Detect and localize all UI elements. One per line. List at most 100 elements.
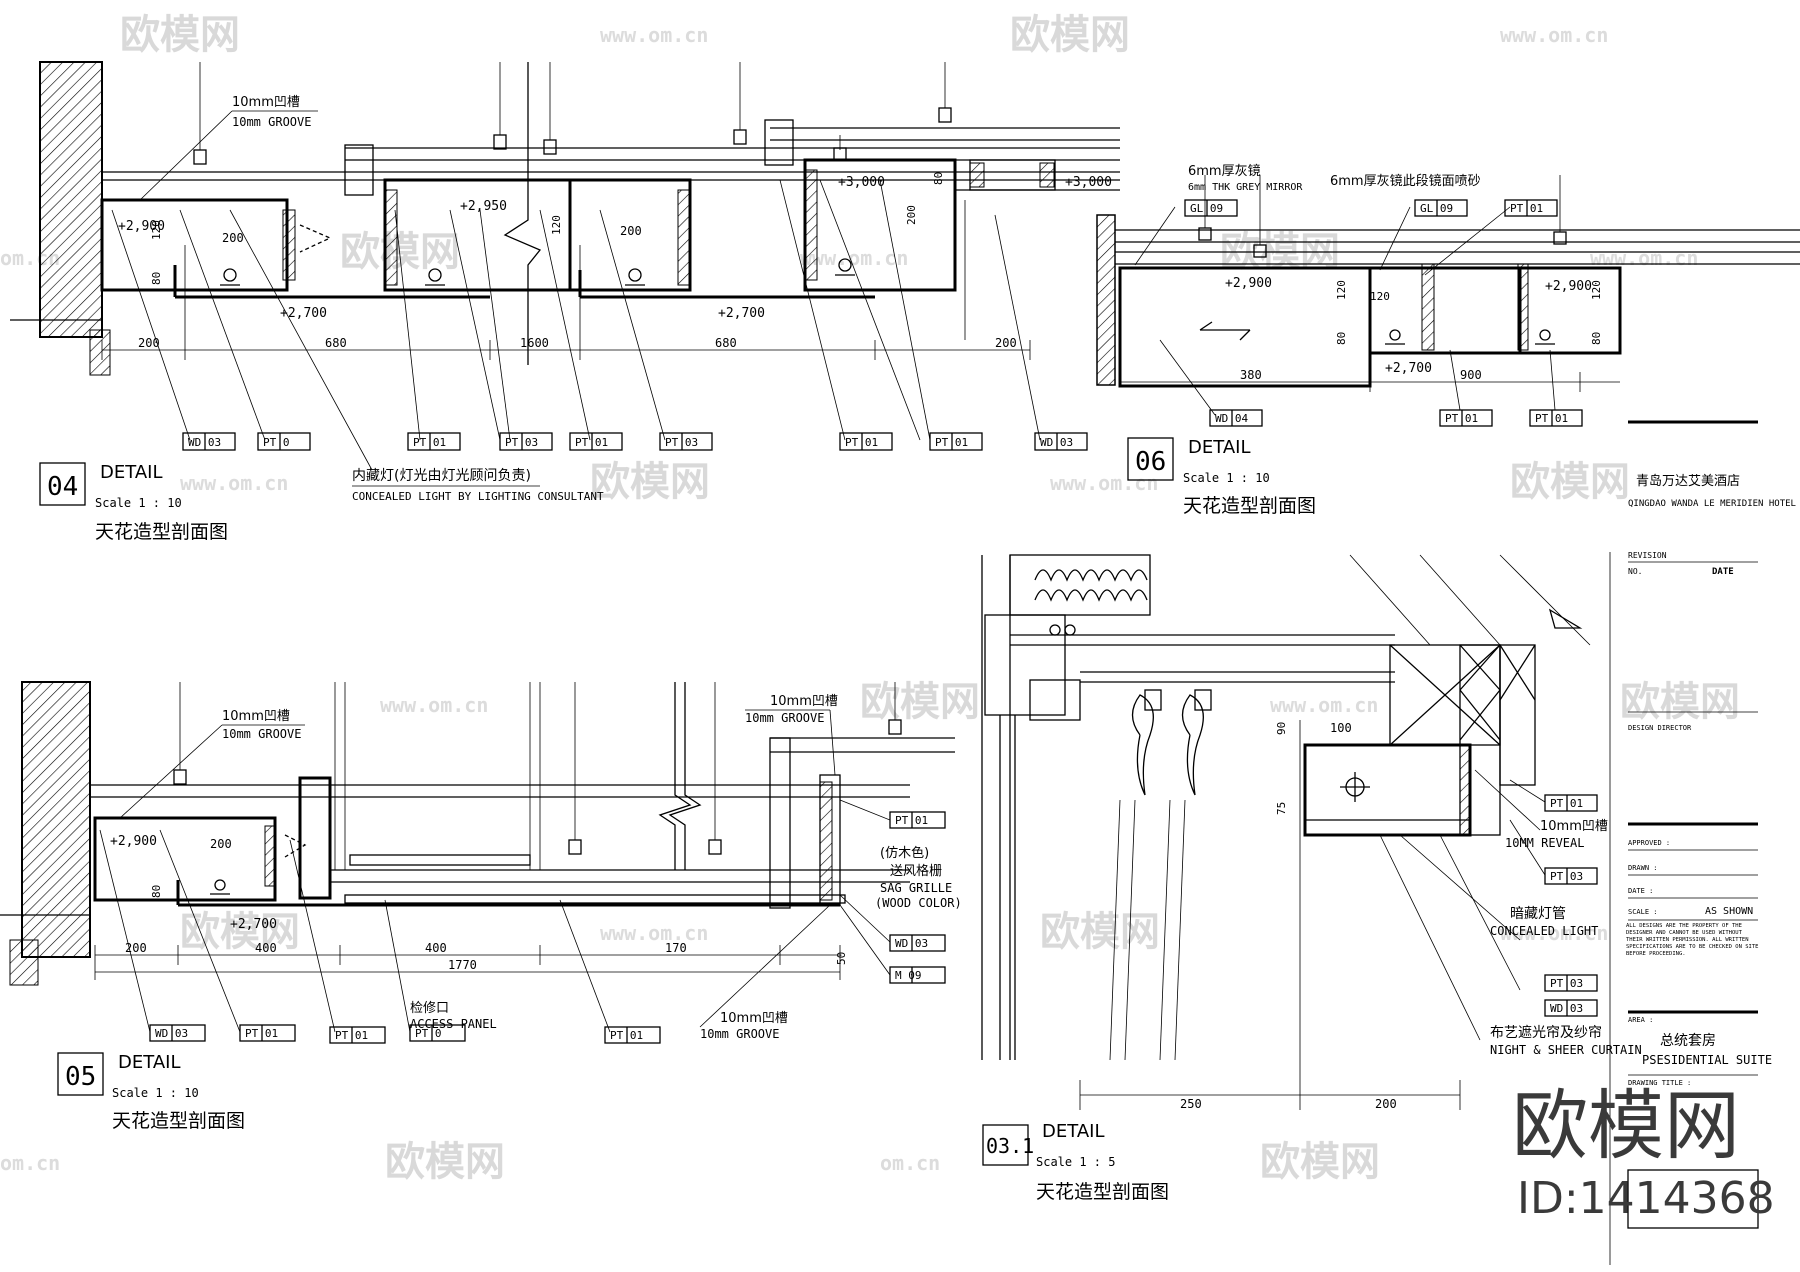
dimension: 900 (1460, 368, 1482, 382)
detail-caption: 天花造型剖面图 (112, 1110, 245, 1132)
light-note: CONCEALED LIGHT BY LIGHTING CONSULTANT (352, 490, 604, 503)
tag: WD 03 (1550, 1002, 1583, 1015)
tag: PT 01 (413, 436, 446, 449)
tag: PT 0 (415, 1027, 442, 1040)
tag: GL 09 (1190, 202, 1223, 215)
dimension: 120 (1370, 290, 1390, 303)
title-block: 青岛万达艾美酒店 QINGDAO WANDA LE MERIDIEN HOTEL… (1609, 420, 1796, 1265)
groove-note: 10mm GROOVE (232, 115, 311, 129)
watermark-url: www.om.cn (800, 246, 908, 270)
watermark: 欧模网 (860, 679, 980, 725)
watermark: 欧模网 (340, 229, 460, 275)
mirror-note: 6mm厚灰镜 (1188, 164, 1261, 179)
dimension: 80 (932, 172, 945, 185)
detail-caption: 天花造型剖面图 (1183, 495, 1316, 517)
dimension: 200 (138, 336, 160, 350)
watermark: 欧模网 (180, 909, 300, 955)
access-note: 检修口 (410, 1001, 449, 1016)
tag: WD 03 (1040, 436, 1073, 449)
tag: PT 01 (1535, 412, 1568, 425)
tag: PT 01 (1445, 412, 1478, 425)
watermark-url: www.om.cn (180, 471, 288, 495)
level-mark: +2,900 (110, 834, 157, 849)
detail-title: DETAIL (1188, 437, 1250, 458)
level-mark: +2,900 (118, 219, 165, 234)
groove-note: 10mm凹槽 (720, 1011, 788, 1026)
detail-06: 380 900 120 80 120 80 120 +2,900 +2,900 … (1096, 164, 1800, 517)
light-note: 暗藏灯管 (1510, 906, 1566, 922)
dimension: 120 (1335, 280, 1348, 300)
watermark: 欧模网 (590, 459, 710, 505)
dimension: 200 (210, 837, 232, 851)
curtain-note: NIGHT & SHEER CURTAIN (1490, 1043, 1642, 1057)
dimension: 80 (1590, 332, 1603, 345)
dimension: 80 (1335, 332, 1348, 345)
watermark: 欧模网 (1010, 12, 1130, 58)
watermark: 欧模网 (1040, 909, 1160, 955)
detail-number: 03.1 (986, 1134, 1034, 1158)
groove-note: 10mm GROOVE (222, 727, 301, 741)
mirror-note: 6mm厚灰镜此段镜面喷砂 (1330, 174, 1481, 189)
detail-number: 06 (1135, 447, 1166, 477)
tag: PT 01 (1510, 202, 1543, 215)
dimension: 200 (222, 231, 244, 245)
tag: PT 01 (245, 1027, 278, 1040)
groove-note: 10mm凹槽 (222, 709, 290, 724)
title-block-notice: ALL DESIGNS ARE THE PROPERTY OF THE DESI… (1626, 923, 1759, 957)
groove-note: 10mm GROOVE (700, 1027, 779, 1041)
tag: PT 01 (335, 1029, 368, 1042)
groove-note: 10mm GROOVE (745, 711, 824, 725)
detail-scale: Scale 1 : 10 (1183, 471, 1270, 485)
tag: PT 01 (610, 1029, 643, 1042)
tag: PT 03 (505, 436, 538, 449)
tag: M 09 (895, 969, 922, 982)
dimension: 200 (905, 205, 918, 225)
dimension: 200 (1375, 1097, 1397, 1111)
dimension: 680 (325, 336, 347, 350)
dimension: 80 (150, 272, 163, 285)
corner-watermark: 欧模网 ID:1414368 (1512, 1081, 1775, 1224)
level-mark: +2,950 (460, 199, 507, 214)
tag: WD 03 (895, 937, 928, 950)
reveal-note: 10mm凹槽 (1540, 819, 1608, 834)
tag: PT 01 (845, 436, 878, 449)
revision-no: NO. (1628, 567, 1642, 576)
watermark: 欧模网 (1260, 1139, 1380, 1185)
tag: WD 03 (188, 436, 221, 449)
tag: PT 03 (665, 436, 698, 449)
groove-note: 10mm凹槽 (770, 694, 838, 709)
revision-label: REVISION (1628, 551, 1667, 560)
dimension: 380 (1240, 368, 1262, 382)
light-note: CONCEALED LIGHT (1490, 924, 1598, 938)
tag: PT 01 (895, 814, 928, 827)
tag: PT 01 (935, 436, 968, 449)
watermark-url: om.cn (0, 1151, 60, 1175)
detail-title: DETAIL (118, 1052, 180, 1073)
detail-05: 200 400 400 170 1770 200 80 50 +2,900 +2… (0, 681, 962, 1132)
grille-note: (WOOD COLOR) (875, 896, 962, 910)
watermark-url: www.om.cn (1050, 471, 1158, 495)
hotel-name: 青岛万达艾美酒店 (1636, 473, 1740, 489)
dimension: 400 (255, 941, 277, 955)
level-mark: +3,000 (838, 175, 885, 190)
watermark: 欧模网 (1620, 679, 1740, 725)
scale-value: AS SHOWN (1705, 906, 1753, 917)
brand-logo: 欧模网 (1512, 1081, 1740, 1170)
reveal-note: 10MM REVEAL (1505, 836, 1584, 850)
level-mark: +2,700 (230, 917, 277, 932)
area-en: PSESIDENTIAL SUITE (1642, 1053, 1772, 1067)
watermark: 欧模网 (1510, 459, 1630, 505)
approved-label: APPROVED : (1628, 839, 1670, 847)
tag: WD 04 (1215, 412, 1248, 425)
dimension: 1770 (448, 958, 477, 972)
hotel-name-en: QINGDAO WANDA LE MERIDIEN HOTEL (1628, 499, 1796, 509)
detail-04: 200 680 1600 680 200 120 80 200 200 120 … (10, 61, 1120, 543)
grille-note: 送风格栅 (890, 863, 942, 879)
drawn-label: DRAWN : (1628, 864, 1658, 872)
detail-caption: 天花造型剖面图 (1036, 1181, 1169, 1203)
watermark-url: www.om.cn (1590, 246, 1698, 270)
design-director-label: DESIGN DIRECTOR (1628, 724, 1692, 732)
model-id: ID:1414368 (1517, 1173, 1775, 1224)
date-field-label: DATE : (1628, 887, 1653, 895)
